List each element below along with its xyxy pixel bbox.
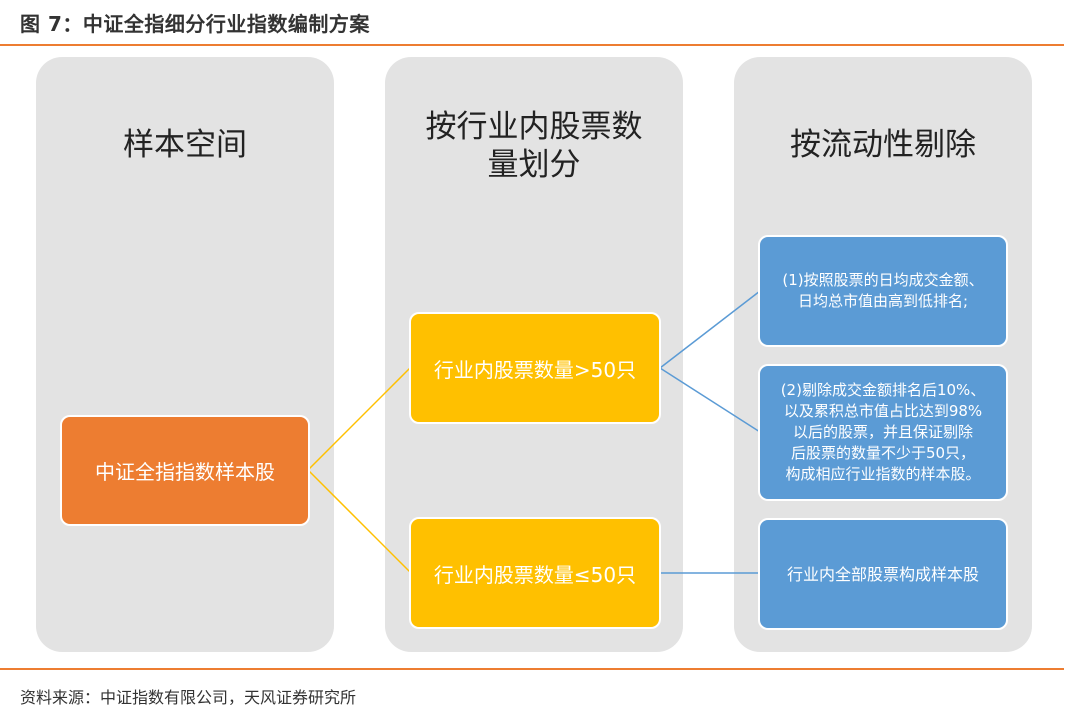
rule-exclusion-line4: 后股票的数量不少于50只， xyxy=(790,444,976,462)
bottom-divider xyxy=(0,668,1064,670)
connector-sample-to-le50 xyxy=(307,469,411,573)
top-divider xyxy=(0,44,1064,46)
column-sample-space: 样本空间 xyxy=(36,57,334,652)
node-rule-ranking: (1)按照股票的日均成交金额、 日均总市值由高到低排名; xyxy=(758,235,1008,347)
rule-exclusion-line5: 构成相应行业指数的样本股。 xyxy=(785,465,981,483)
node-rule-exclusion: (2)剔除成交金额排名后10%、 以及累积总市值占比达到98% 以后的股票，并且… xyxy=(758,364,1008,501)
node-index-sample-stocks: 中证全指指数样本股 xyxy=(60,415,310,526)
connector-sample-to-gt50 xyxy=(307,367,411,471)
node-stocks-50-or-fewer: 行业内股票数量≤50只 xyxy=(409,517,661,629)
rule-exclusion-line1: (2)剔除成交金额排名后10%、 xyxy=(780,381,986,399)
node-stocks-over-50-label: 行业内股票数量>50只 xyxy=(433,357,637,382)
rule-exclusion-line3: 以后的股票，并且保证剔除 xyxy=(792,423,973,441)
node-stocks-over-50: 行业内股票数量>50只 xyxy=(409,312,661,424)
column-heading-liquidity: 按流动性剔除 xyxy=(790,127,976,163)
source-note: 资料来源：中证指数有限公司，天风证券研究所 xyxy=(20,688,357,707)
rule-ranking-line2: 日均总市值由高到低排名; xyxy=(797,292,969,310)
node-all-stocks: 行业内全部股票构成样本股 xyxy=(758,518,1008,630)
connector-gt50-to-rule2 xyxy=(659,367,761,433)
node-stocks-50-or-fewer-label: 行业内股票数量≤50只 xyxy=(433,562,637,587)
column-heading-split-line1: 按行业内股票数 xyxy=(425,109,643,145)
column-heading-sample-space: 样本空间 xyxy=(123,127,247,163)
node-index-sample-stocks-label: 中证全指指数样本股 xyxy=(95,460,275,484)
column-heading-split-line2: 量划分 xyxy=(487,147,581,183)
connector-gt50-to-rule1 xyxy=(659,290,761,369)
figure-title: 图 7：中证全指细分行业指数编制方案 xyxy=(20,12,370,36)
rule-ranking-line1: (1)按照股票的日均成交金额、 xyxy=(782,271,984,289)
rule-exclusion-line2: 以及累积总市值占比达到98% xyxy=(783,402,983,420)
node-all-stocks-label: 行业内全部股票构成样本股 xyxy=(786,564,979,584)
